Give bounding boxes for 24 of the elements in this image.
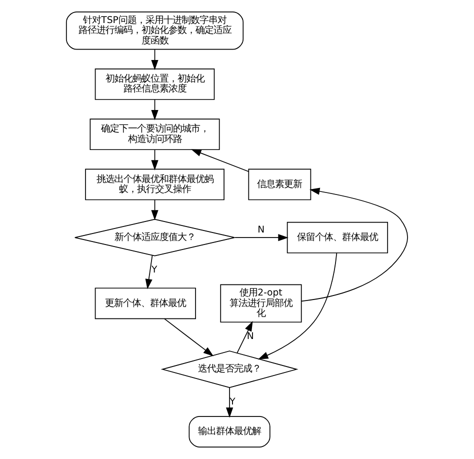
node-box: 保留个体、群体最优 (286, 222, 388, 254)
node-box: 信息素更新 (248, 168, 312, 200)
node-box: 使用2-opt算法进行局部优化 (220, 284, 302, 323)
edge-label: N (258, 224, 265, 236)
arrow (234, 234, 288, 242)
arrow (145, 255, 153, 290)
node-box: 针对TSP问题，采用十进制数字串对路径进行编码，初始化参数，确定适应度函数 (66, 12, 244, 50)
arrow (151, 49, 158, 70)
arrow (151, 149, 158, 170)
arrow (236, 320, 253, 354)
arrow (300, 188, 408, 302)
arrow (164, 318, 214, 356)
node-diamond: 新个体适应度值大？ (74, 218, 236, 256)
arrow (151, 99, 158, 120)
arrow (258, 252, 338, 360)
node-box: 确定下一个要访问的城市，构造访问环路 (90, 118, 220, 150)
arrow (191, 149, 249, 172)
node-box: 挑选出个体最优和群体最优蚂蚁，执行交叉操作 (85, 168, 224, 200)
node-box: 初始化蚂蚁位置，初始化路径信息素浓度 (94, 68, 215, 100)
node-box: 更新个体、群体最优 (94, 288, 196, 320)
edge-label: Y (151, 264, 158, 276)
node-box: 输出群体最优解 (188, 416, 270, 448)
edge-label: N (246, 330, 254, 342)
arrow (151, 199, 158, 220)
